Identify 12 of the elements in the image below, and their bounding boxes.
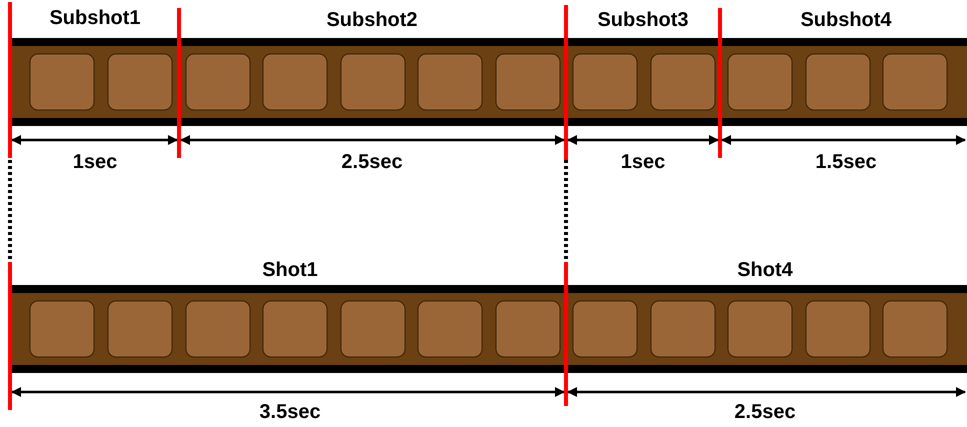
segment-label: Shot4 bbox=[737, 260, 793, 280]
segment-label: Subshot1 bbox=[49, 8, 141, 28]
segment-label: 1.5sec bbox=[815, 152, 877, 172]
segment-label: 1sec bbox=[620, 152, 666, 172]
segment-label: 2.5sec bbox=[734, 402, 796, 422]
segment-label: 1sec bbox=[72, 152, 118, 172]
segment-label: Subshot2 bbox=[326, 10, 418, 30]
segment-label: 2.5sec bbox=[341, 152, 403, 172]
segment-label: Subshot3 bbox=[597, 10, 689, 30]
segment-label: 3.5sec bbox=[259, 402, 321, 422]
segment-label: Subshot4 bbox=[800, 10, 892, 30]
segment-label: Shot1 bbox=[262, 260, 318, 280]
